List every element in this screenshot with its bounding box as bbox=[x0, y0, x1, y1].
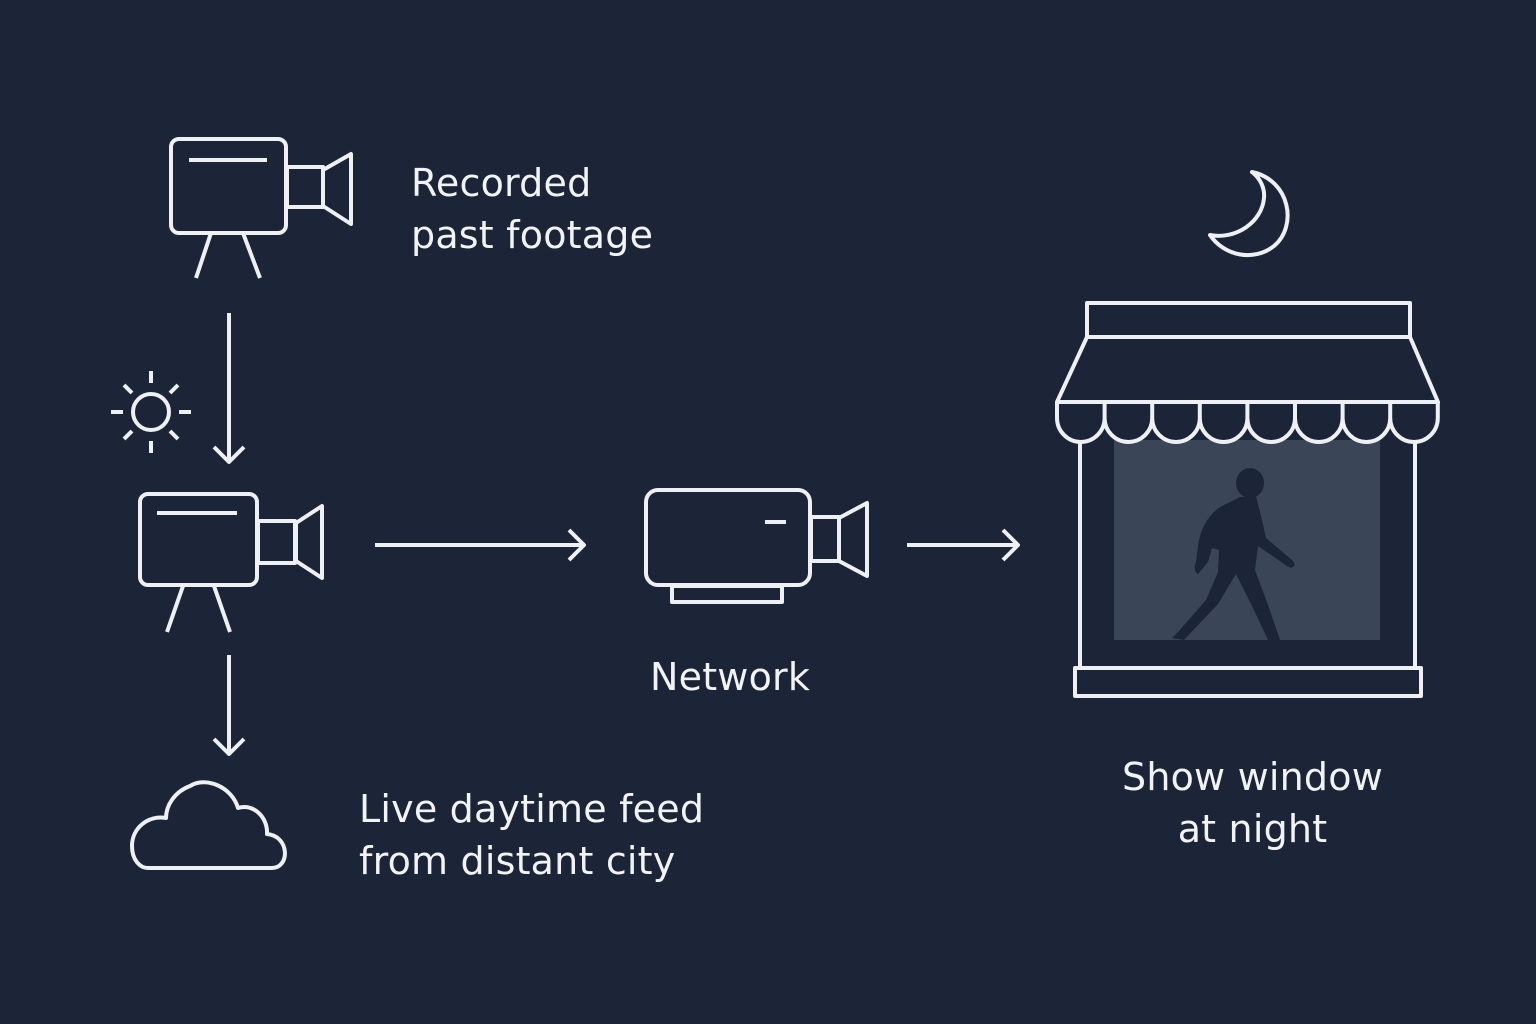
label-line: from distant city bbox=[359, 839, 676, 883]
recorded-camera-icon bbox=[169, 137, 353, 279]
label-line: past footage bbox=[411, 213, 654, 257]
cloud-icon bbox=[130, 780, 287, 870]
recorded-footage-label: Recorded past footage bbox=[411, 157, 653, 261]
network-label: Network bbox=[650, 655, 811, 699]
label-line: Show window bbox=[1122, 755, 1383, 799]
arrow-down-daytime-to-cloud bbox=[212, 655, 246, 756]
sun-icon bbox=[111, 371, 191, 453]
arrow-right-daytime-to-network bbox=[375, 528, 586, 562]
crescent-moon-icon bbox=[1208, 170, 1290, 258]
network-camera-icon bbox=[644, 488, 869, 604]
walking-person-silhouette bbox=[1172, 468, 1295, 640]
label-line: Recorded bbox=[411, 161, 592, 205]
show-window-label: Show window at night bbox=[1100, 751, 1405, 855]
label-line: at night bbox=[1177, 807, 1328, 851]
live-feed-label: Live daytime feed from distant city bbox=[359, 783, 704, 887]
storefront-icon bbox=[1055, 301, 1440, 698]
arrow-right-network-to-storefront bbox=[907, 528, 1020, 562]
label-line: Live daytime feed bbox=[359, 787, 705, 831]
daytime-camera-icon bbox=[138, 492, 324, 633]
arrow-down-recorded-to-daytime bbox=[212, 313, 246, 464]
